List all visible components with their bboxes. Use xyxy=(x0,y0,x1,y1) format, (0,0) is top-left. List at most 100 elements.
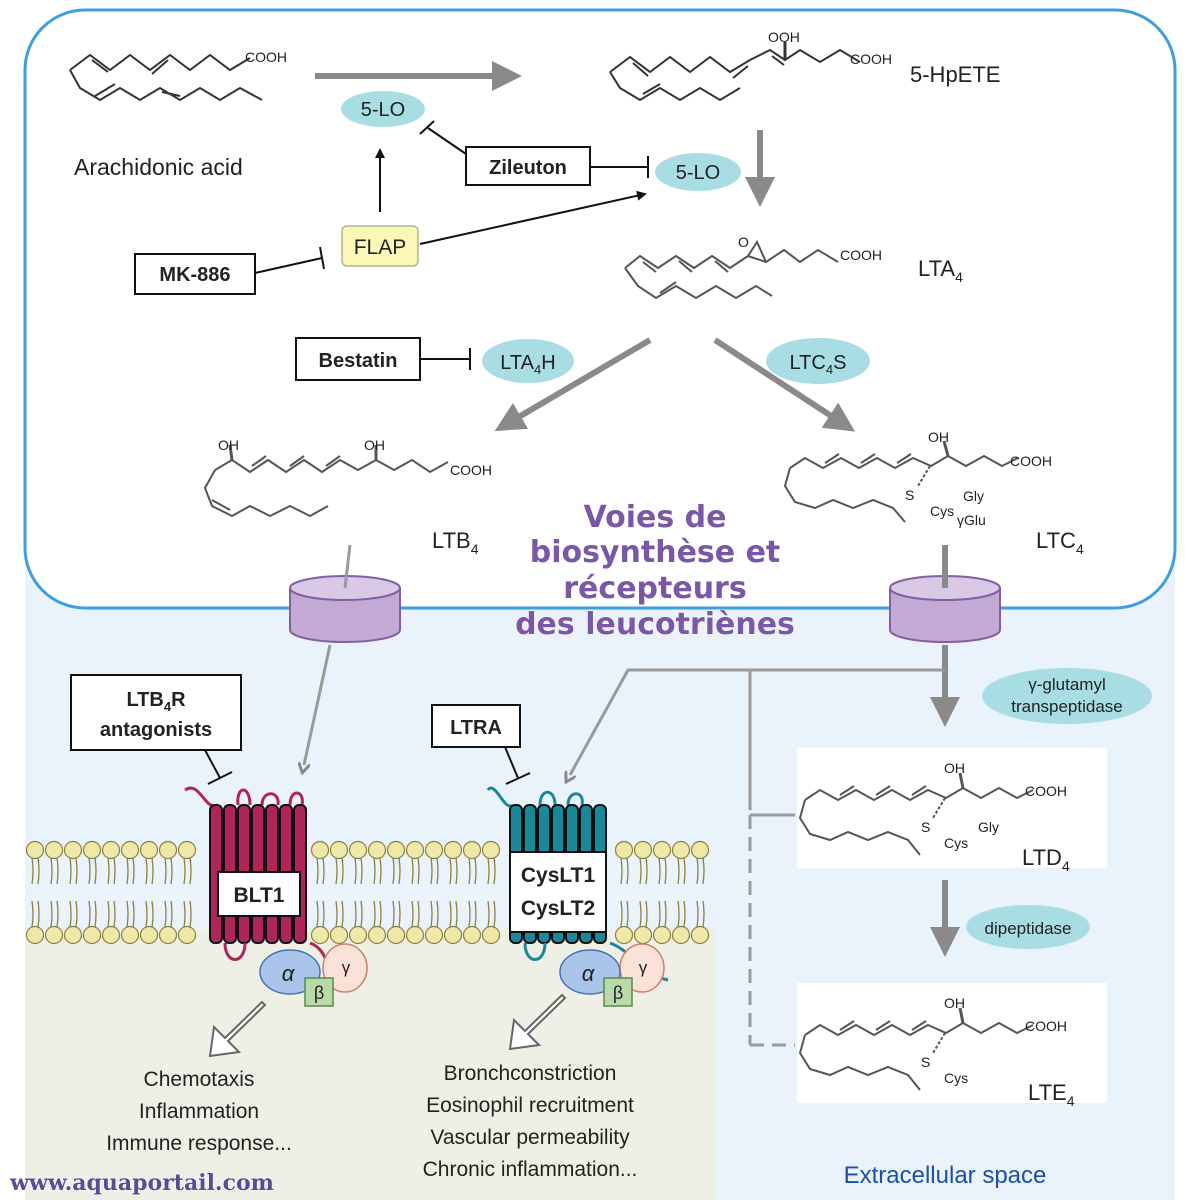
lipid-head xyxy=(633,840,653,860)
ltb4r-antagonists-line1: LTB4R xyxy=(126,689,186,714)
cyslt-effect-1: Bronchconstriction xyxy=(444,1062,617,1085)
cyslt-effect-2: Eosinophil recruitment xyxy=(426,1094,634,1117)
enzyme-5lo-right xyxy=(655,153,741,191)
lipid-head xyxy=(120,925,140,945)
lipid-tail xyxy=(398,900,401,928)
lipid-tail xyxy=(373,857,376,885)
lipid-head xyxy=(44,925,64,945)
lipid-tail xyxy=(50,900,53,928)
lipid-tail xyxy=(474,900,477,928)
lipid-tail xyxy=(468,900,471,928)
lta4-structure xyxy=(624,239,839,300)
lipid-tail xyxy=(94,900,97,928)
lipid-tail xyxy=(335,900,338,928)
lipid-tail xyxy=(411,900,414,928)
ltc4-s: S xyxy=(905,487,914,503)
lipid-head xyxy=(462,925,482,945)
lipid-tail xyxy=(379,900,382,928)
lipid-tail xyxy=(392,857,395,885)
lipid-head xyxy=(614,840,634,860)
lipid-head xyxy=(386,840,406,860)
enzyme-lta4h xyxy=(482,339,574,383)
ltb4-cooh: COOH xyxy=(450,462,492,478)
lipid-tail xyxy=(373,900,376,928)
enzyme-dipeptidase xyxy=(966,905,1090,949)
lipid-head xyxy=(158,925,178,945)
ltb4r-antagonists-box xyxy=(70,674,242,751)
blt1-label: BLT1 xyxy=(234,884,285,907)
lipid-tail xyxy=(417,900,420,928)
lipid-tail xyxy=(94,857,97,885)
lipid-tail xyxy=(322,857,325,885)
lipid-tail xyxy=(645,857,648,885)
lipid-tail xyxy=(436,900,439,928)
blt1-g-protein: α β γ xyxy=(259,943,368,1007)
lipid-head xyxy=(63,925,83,945)
cyslt-g-gamma: γ xyxy=(639,958,648,977)
lta4-epoxide-o: O xyxy=(738,234,749,250)
ltd4-label: LTD4 xyxy=(1022,845,1070,874)
lipid-head xyxy=(120,840,140,860)
cyslt-g-alpha: α xyxy=(582,961,596,986)
enzyme-dipeptidase-label: dipeptidase xyxy=(985,919,1072,938)
cyslt-g-beta: β xyxy=(613,983,623,1003)
ltc4-gly: Gly xyxy=(963,488,984,504)
arrow-lta4-to-ltc4 xyxy=(713,337,856,432)
arachidonic-acid-structure xyxy=(69,53,263,102)
lipid-head xyxy=(424,925,444,945)
enzyme-ltc4s xyxy=(766,338,870,384)
lipid-tail xyxy=(620,900,623,928)
lipid-tail xyxy=(113,900,116,928)
zileuton-box xyxy=(465,146,591,186)
ltd4-s: S xyxy=(921,819,930,835)
lipid-tail xyxy=(392,900,395,928)
lipid-head xyxy=(329,840,349,860)
lipid-head xyxy=(367,840,387,860)
arrow-cyslt-branch xyxy=(570,668,945,775)
lipid-head xyxy=(101,925,121,945)
blt1-effect-1: Chemotaxis xyxy=(144,1068,255,1091)
arrow-lta4-to-ltb4 xyxy=(494,337,652,432)
ltc4-cooh: COOH xyxy=(1010,453,1052,469)
lipid-head xyxy=(139,925,159,945)
ltra-inhibition-line xyxy=(504,746,531,785)
lipid-tail xyxy=(487,857,490,885)
lipid-tail xyxy=(69,857,72,885)
ltc4-label: LTC4 xyxy=(1036,528,1084,557)
lipid-head xyxy=(158,840,178,860)
lipid-head xyxy=(386,925,406,945)
lipid-tail xyxy=(354,900,357,928)
lipid-tail xyxy=(360,857,363,885)
lipid-tail xyxy=(354,857,357,885)
extracellular-space-label: Extracellular space xyxy=(844,1162,1047,1189)
lipid-head xyxy=(329,925,349,945)
lipid-tail xyxy=(417,857,420,885)
lipid-tail xyxy=(702,857,705,885)
lipid-tail xyxy=(455,900,458,928)
lipid-tail xyxy=(455,857,458,885)
ltb4r-antagonists-line2: antagonists xyxy=(100,719,212,741)
lte4-cys: Cys xyxy=(944,1070,968,1086)
lipid-tail xyxy=(183,900,186,928)
cyslt1-label: CysLT1 xyxy=(521,864,596,887)
lipid-tail xyxy=(487,900,490,928)
lipid-head xyxy=(633,925,653,945)
lipid-head xyxy=(177,840,197,860)
lipid-head xyxy=(690,840,710,860)
cyslt-effect-3: Vascular permeability xyxy=(430,1126,630,1149)
lte4-oh: OH xyxy=(944,995,965,1011)
enzyme-ggt xyxy=(982,668,1152,724)
mk886-box xyxy=(134,253,256,295)
lipid-tail xyxy=(696,900,699,928)
lipid-tail xyxy=(658,857,661,885)
lipid-tail xyxy=(430,857,433,885)
lipid-tail xyxy=(145,900,148,928)
cyslt-effect-4: Chronic inflammation... xyxy=(423,1158,638,1181)
ltc4-cys: Cys xyxy=(930,503,954,519)
lipid-tail xyxy=(468,857,471,885)
lipid-head xyxy=(405,840,425,860)
lipid-tail xyxy=(341,900,344,928)
lipid-tail xyxy=(626,900,629,928)
title-line-3: récepteurs xyxy=(563,571,746,606)
